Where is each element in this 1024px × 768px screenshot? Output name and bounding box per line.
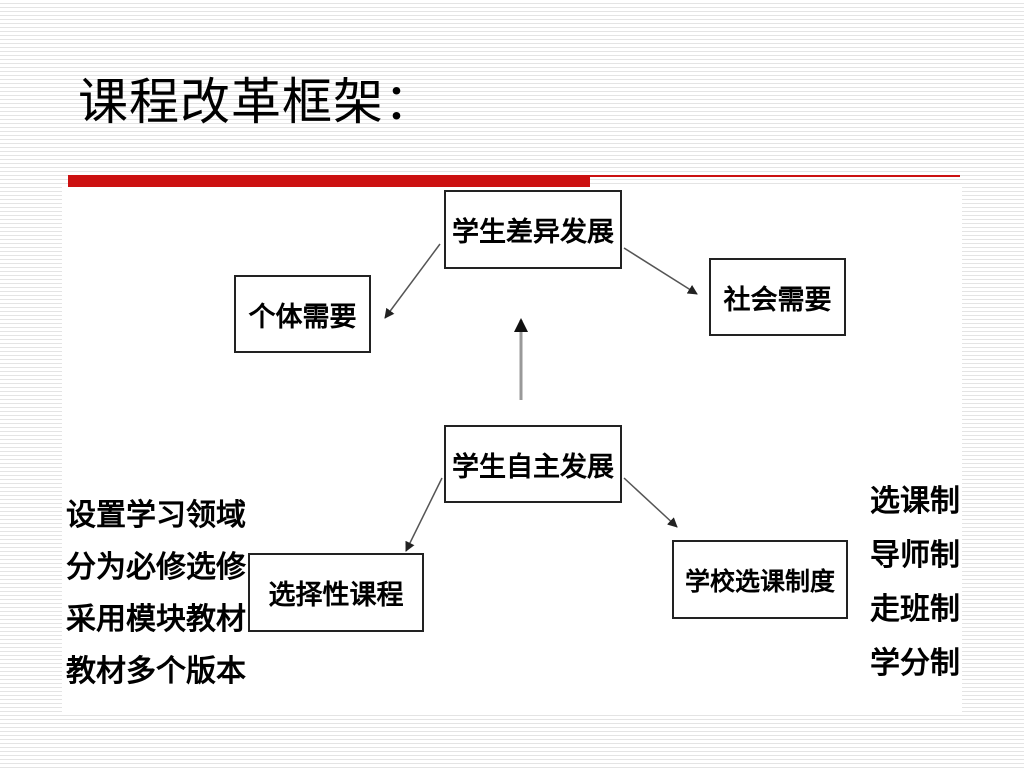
title-underline-line (590, 175, 960, 177)
arrow-to-elective-course (405, 477, 443, 552)
list-item: 教材多个版本 (66, 654, 246, 689)
title-underline-bar (68, 175, 590, 187)
list-item: 设置学习领域 (66, 498, 246, 533)
arrow-to-course-system (623, 477, 678, 528)
student-differential-development-box: 学生差异发展 (444, 190, 622, 269)
arrow-to-social-need (623, 247, 698, 295)
list-item: 学分制 (870, 646, 960, 681)
elective-course-box: 选择性课程 (248, 553, 424, 632)
school-systems-list: 选课制 导师制 走班制 学分制 (870, 475, 960, 691)
list-item: 导师制 (870, 538, 960, 573)
social-need-box: 社会需要 (709, 258, 846, 336)
list-item: 选课制 (870, 484, 960, 519)
arrow-to-individual-need (384, 243, 441, 319)
list-item: 采用模块教材 (66, 602, 246, 637)
student-autonomous-development-box: 学生自主发展 (444, 425, 622, 503)
curriculum-measures-list: 设置学习领域 分为必修选修 采用模块教材 教材多个版本 (66, 490, 246, 698)
list-item: 走班制 (870, 592, 960, 627)
school-course-selection-system-box: 学校选课制度 (672, 540, 848, 619)
list-item: 分为必修选修 (66, 550, 246, 585)
slide-title: 课程改革框架： (78, 73, 435, 131)
individual-need-box: 个体需要 (234, 275, 371, 353)
